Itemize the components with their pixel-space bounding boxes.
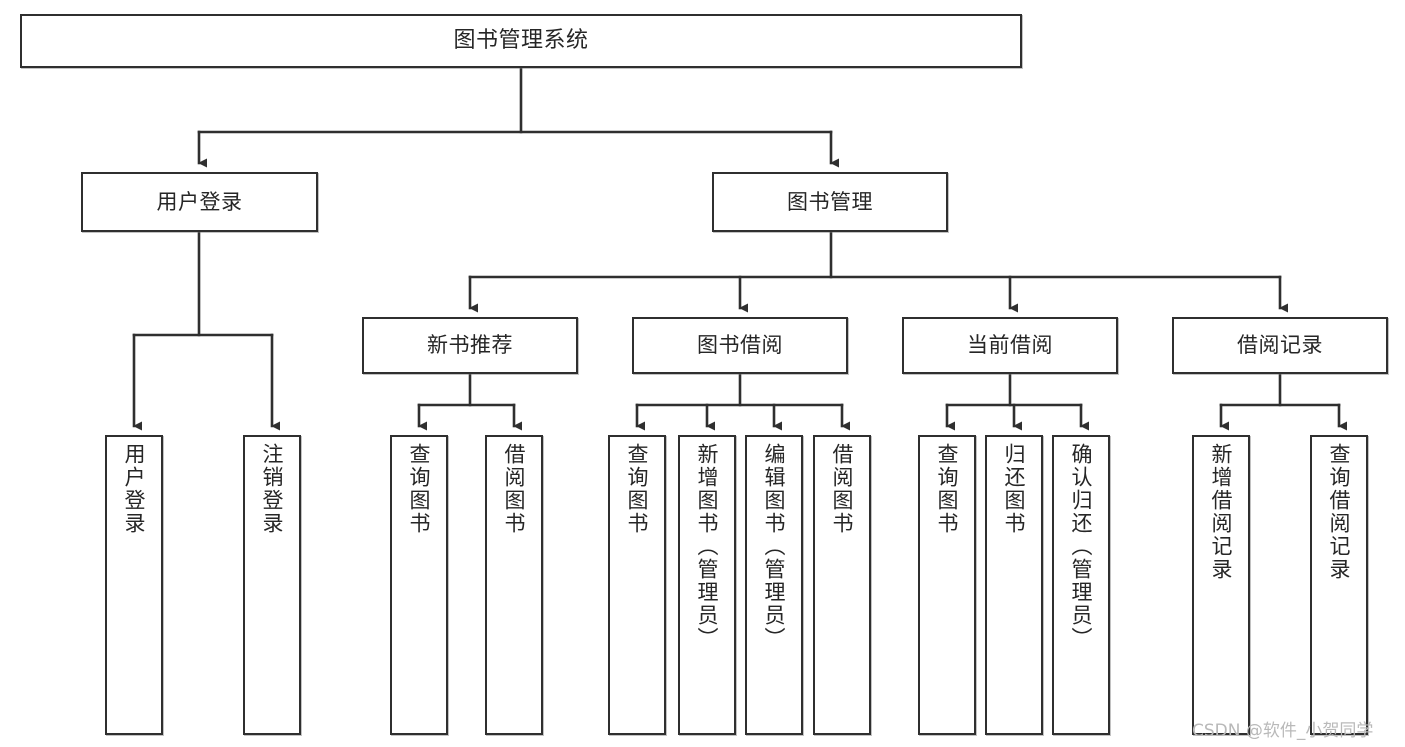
node-book-borrow[interactable]: 图书借阅 xyxy=(632,317,848,374)
leaf-borrow-book-recommend[interactable]: 借阅图书 xyxy=(485,435,543,735)
node-new-book-recommend[interactable]: 新书推荐 xyxy=(362,317,578,374)
leaf-borrow-book[interactable]: 借阅图书 xyxy=(813,435,871,735)
node-label: 用户登录 xyxy=(122,443,147,535)
node-borrow-record[interactable]: 借阅记录 xyxy=(1172,317,1388,374)
node-book-management[interactable]: 图书管理 xyxy=(712,172,948,232)
node-label: 查询借阅记录 xyxy=(1327,443,1352,581)
node-label: 归还图书 xyxy=(1002,443,1027,535)
node-label: 图书管理系统 xyxy=(453,28,589,54)
node-label: 查询图书 xyxy=(935,443,960,535)
leaf-logout[interactable]: 注销登录 xyxy=(243,435,301,735)
node-label: 查询图书 xyxy=(625,443,650,535)
node-root-system[interactable]: 图书管理系统 xyxy=(20,14,1022,68)
leaf-edit-book-admin[interactable]: 编辑图书（管理员） xyxy=(745,435,803,735)
leaf-query-book-recommend[interactable]: 查询图书 xyxy=(390,435,448,735)
node-label: 用户登录 xyxy=(156,189,243,214)
leaf-confirm-return-admin[interactable]: 确认归还（管理员） xyxy=(1052,435,1110,735)
leaf-query-borrow-record[interactable]: 查询借阅记录 xyxy=(1310,435,1368,735)
leaf-query-book-current[interactable]: 查询图书 xyxy=(918,435,976,735)
node-label: 确认归还（管理员） xyxy=(1069,443,1094,650)
node-label: 查询图书 xyxy=(407,443,432,535)
node-label: 借阅图书 xyxy=(502,443,527,535)
node-label: 图书借阅 xyxy=(697,333,783,358)
leaf-return-book[interactable]: 归还图书 xyxy=(985,435,1043,735)
node-label: 借阅记录 xyxy=(1237,333,1323,358)
csdn-watermark: CSDN @软件_小贺同学 xyxy=(1192,721,1374,741)
node-current-borrow[interactable]: 当前借阅 xyxy=(902,317,1118,374)
node-user-login[interactable]: 用户登录 xyxy=(81,172,318,232)
node-label: 图书管理 xyxy=(787,189,873,214)
node-label: 新增图书（管理员） xyxy=(695,443,720,650)
leaf-user-login[interactable]: 用户登录 xyxy=(105,435,163,735)
leaf-add-borrow-record[interactable]: 新增借阅记录 xyxy=(1192,435,1250,735)
node-label: 新增借阅记录 xyxy=(1209,443,1234,581)
node-label: 编辑图书（管理员） xyxy=(762,443,787,650)
node-label: 借阅图书 xyxy=(830,443,855,535)
node-label: 注销登录 xyxy=(260,443,285,535)
node-label: 新书推荐 xyxy=(427,333,513,358)
leaf-add-book-admin[interactable]: 新增图书（管理员） xyxy=(678,435,736,735)
leaf-query-book-borrow[interactable]: 查询图书 xyxy=(608,435,666,735)
node-label: 当前借阅 xyxy=(967,333,1053,358)
